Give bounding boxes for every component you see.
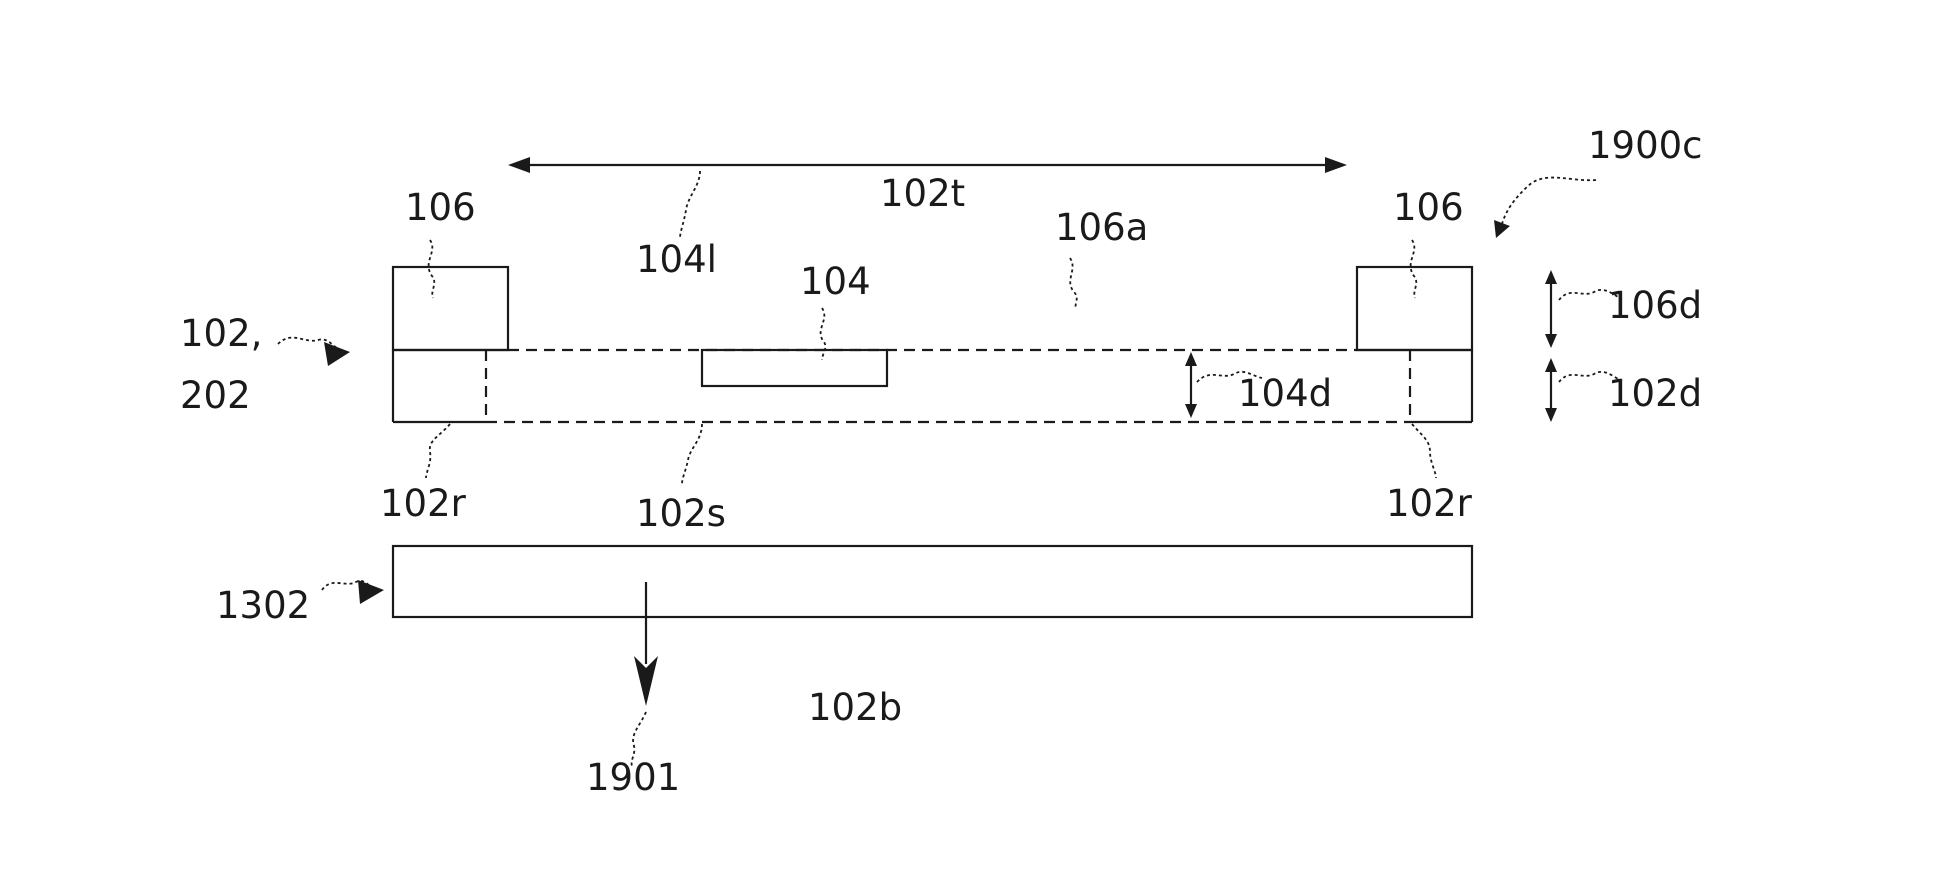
- label-106-left: 106: [405, 186, 476, 229]
- label-102d: 102d: [1608, 372, 1702, 415]
- label-102s: 102s: [636, 492, 726, 535]
- leader-106-right: [1411, 240, 1417, 298]
- label-202: 202: [180, 374, 251, 417]
- left-block-106: [393, 267, 508, 350]
- dimension-102d: [1545, 358, 1557, 422]
- label-102: 102,: [180, 312, 262, 355]
- element-104: [702, 350, 887, 386]
- dimension-106d: [1545, 270, 1557, 348]
- label-102b: 102b: [808, 686, 902, 729]
- right-block-106: [1357, 267, 1472, 350]
- label-102r-left: 102r: [380, 482, 467, 525]
- leader-104: [821, 308, 826, 360]
- dimension-104d: [1185, 352, 1197, 418]
- leader-102r-right: [1412, 424, 1436, 478]
- label-1302: 1302: [216, 584, 310, 627]
- leader-104l: [680, 171, 700, 238]
- leader-106-left: [429, 240, 435, 298]
- label-106d: 106d: [1608, 284, 1702, 327]
- label-104l: 104l: [636, 238, 717, 281]
- leader-arrow-1900c: [1494, 178, 1596, 238]
- arrow-1901: [634, 582, 658, 706]
- leader-102r-left: [426, 424, 450, 478]
- label-104: 104: [800, 260, 871, 303]
- leader-106a: [1070, 258, 1077, 308]
- leader-arrow-102-202: [278, 338, 350, 366]
- label-106-right: 106: [1393, 186, 1464, 229]
- leader-102s: [682, 424, 702, 484]
- layer-1302: [393, 546, 1472, 617]
- label-1901: 1901: [586, 756, 680, 799]
- label-104d: 104d: [1238, 372, 1332, 415]
- label-102t: 102t: [880, 172, 965, 215]
- span-arrow-102t: [508, 157, 1347, 173]
- label-106a: 106a: [1055, 206, 1148, 249]
- leader-arrow-1302: [322, 580, 384, 604]
- label-1900c: 1900c: [1588, 124, 1703, 167]
- label-102r-right: 102r: [1386, 482, 1473, 525]
